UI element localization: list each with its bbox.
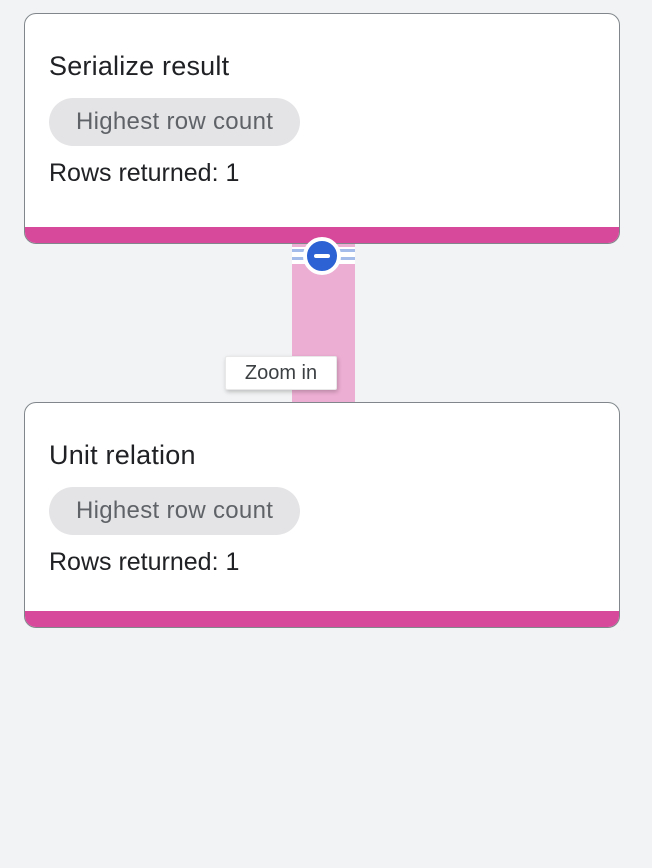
highest-row-count-badge: Highest row count: [49, 487, 301, 535]
graph-node-unit-relation[interactable]: Unit relation Highest row count Rows ret…: [24, 402, 620, 628]
rows-returned-label: Rows returned: 1: [49, 548, 240, 576]
node-accent-bar: [25, 227, 619, 243]
edge-collapse-button[interactable]: [303, 237, 341, 275]
node-accent-bar: [25, 611, 619, 627]
highest-row-count-badge: Highest row count: [49, 98, 301, 146]
node-title: Unit relation: [49, 440, 196, 470]
rows-returned-label: Rows returned: 1: [49, 159, 240, 187]
zoom-in-tooltip: Zoom in: [225, 356, 337, 390]
minus-icon: [314, 254, 330, 258]
node-title: Serialize result: [49, 51, 230, 81]
graph-node-serialize-result[interactable]: Serialize result Highest row count Rows …: [24, 13, 620, 244]
